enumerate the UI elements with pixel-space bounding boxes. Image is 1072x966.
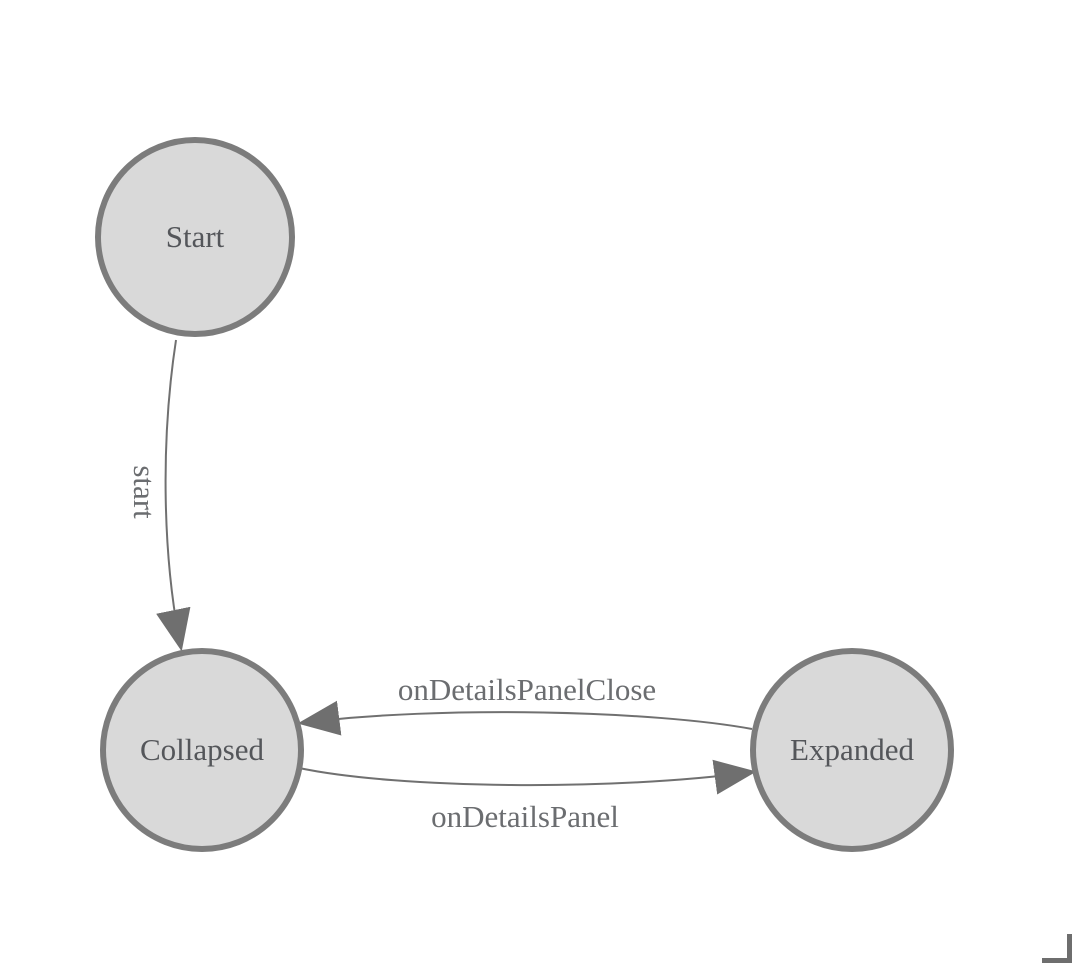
transition-edge-collapsed-to-expanded: [298, 759, 757, 795]
canvas-corner-mark: [1042, 934, 1072, 963]
transition-edge-expanded-to-collapsed: [297, 700, 753, 736]
state-label-collapsed: Collapsed: [140, 732, 264, 767]
transition-edge-start-to-collapsed: [156, 339, 191, 652]
state-circle-expanded: [750, 648, 954, 852]
state-label-start: Start: [166, 219, 225, 254]
transition-label-start[interactable]: start: [127, 465, 162, 519]
state-node-expanded: Expanded: [750, 648, 954, 852]
transition-label-ondetailspanelclose[interactable]: onDetailsPanelClose: [398, 672, 656, 707]
state-node-start: Start: [95, 137, 295, 337]
state-node-collapsed: Collapsed: [100, 648, 304, 852]
transition-label-ondetailspanel[interactable]: onDetailsPanel: [431, 799, 619, 834]
state-circle-start: [95, 137, 295, 337]
transition-edges: start onDetailsPanel onDetailsPanelClose: [127, 339, 757, 834]
state-circle-collapsed: [100, 648, 304, 852]
state-label-expanded: Expanded: [790, 732, 914, 767]
